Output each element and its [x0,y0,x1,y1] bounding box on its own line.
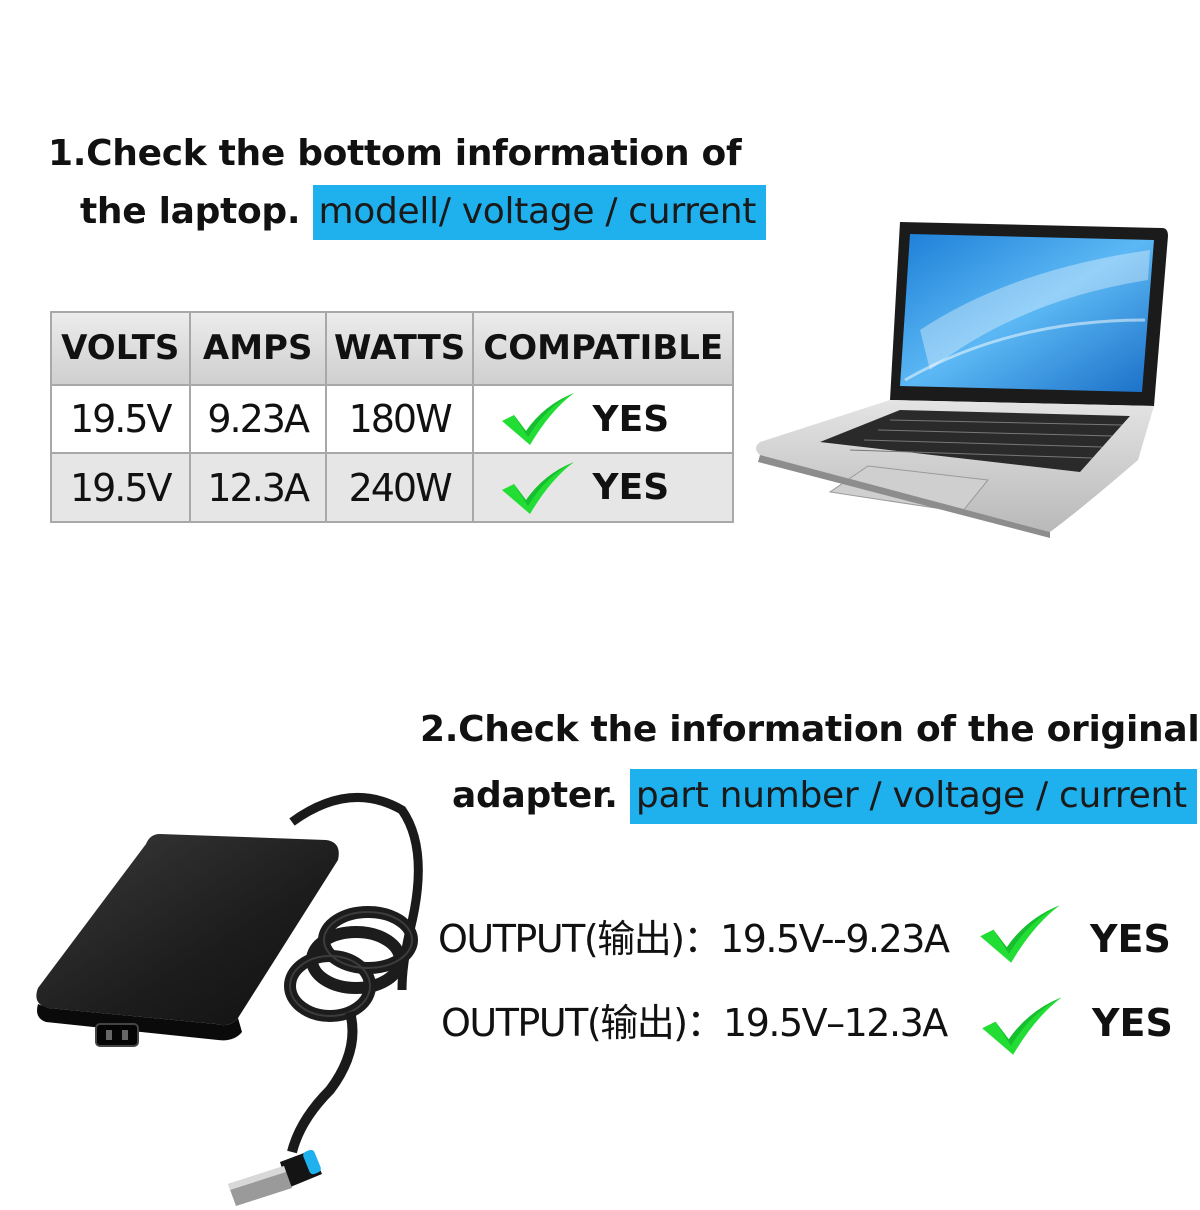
table-row: 19.5V 9.23A 180W YES [50,383,734,455]
header-amps: AMPS [188,311,327,386]
cell-watts: 180W [324,383,475,455]
cell-compatible: YES [472,452,734,523]
cell-volts: 19.5V [50,383,191,455]
output-spec-1: OUTPUT(输出)：19.5V--9.23A [438,917,950,961]
section2-heading-line1: 2.Check the information of the original [420,709,1200,750]
section1-heading-line2: the laptop. modell/ voltage / current [80,185,767,240]
section2-heading-line2: adapter. part number / voltage / current [452,769,1197,824]
power-adapter-image [36,793,423,1206]
section1-highlight: modell/ voltage / current [312,185,767,240]
header-compatible: COMPATIBLE [472,311,734,386]
compatibility-table: VOLTS AMPS WATTS COMPATIBLE 19.5V 9.23A … [50,311,734,523]
check-mark-icon [502,393,575,445]
cell-volts: 19.5V [50,452,191,523]
section2-highlight: part number / voltage / current [629,769,1197,824]
section1-prefix: the laptop. [80,191,301,232]
cell-amps: 9.23A [188,383,327,455]
section1-heading-line1: 1.Check the bottom information of [48,133,742,174]
compatible-status: YES [592,467,670,509]
output-spec-2: OUTPUT(输出)：19.5V–12.3A [441,1001,948,1045]
laptop-image [756,222,1168,538]
header-volts: VOLTS [50,311,191,386]
section2-prefix: adapter. [452,775,618,816]
output-status-1: YES [1090,917,1171,961]
check-mark-icon [980,905,1060,963]
table-row: 19.5V 12.3A 240W YES [50,452,734,523]
output-status-2: YES [1092,1001,1173,1045]
check-mark-icon [982,997,1062,1055]
header-watts: WATTS [324,311,475,386]
cell-watts: 240W [324,452,475,523]
cell-amps: 12.3A [188,452,327,523]
check-mark-icon [502,461,575,514]
table-header-row: VOLTS AMPS WATTS COMPATIBLE [50,311,734,386]
compatible-status: YES [592,398,670,440]
cell-compatible: YES [472,383,734,455]
